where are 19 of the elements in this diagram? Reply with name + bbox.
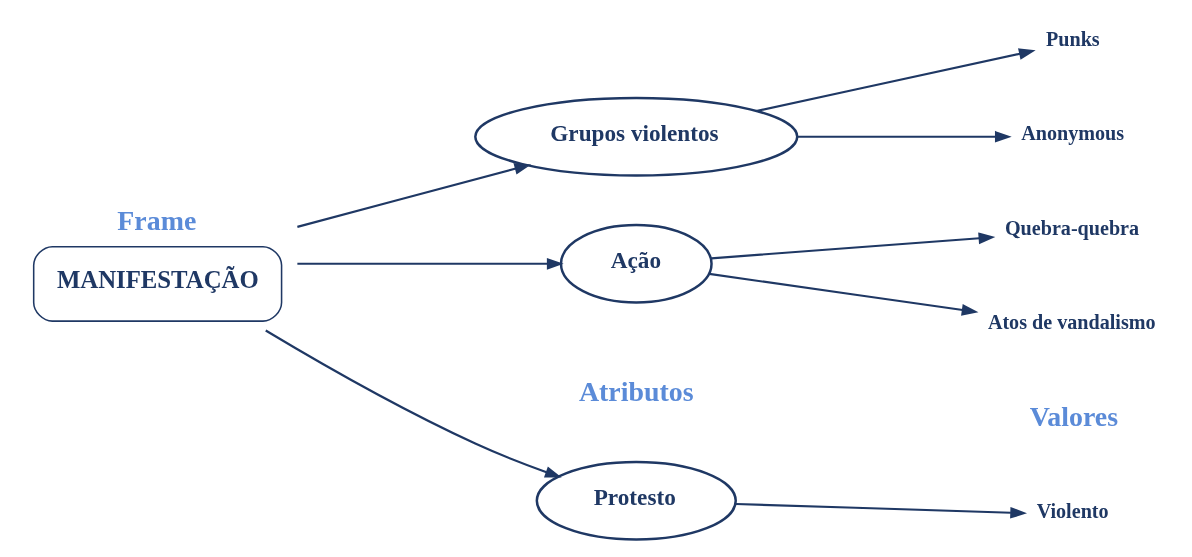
node-text: Atos de vandalismo bbox=[987, 311, 1156, 334]
arrow bbox=[755, 48, 1036, 113]
node-text: Quebra-quebra bbox=[1004, 216, 1140, 239]
label: Valores bbox=[1029, 400, 1118, 432]
label: Atributos bbox=[578, 375, 694, 407]
node-label: Frame bbox=[117, 205, 197, 237]
arrow bbox=[265, 329, 562, 478]
node-box: MANIFESTAÇÃO bbox=[32, 245, 283, 322]
arrow bbox=[736, 502, 1028, 519]
arrow bbox=[297, 163, 532, 228]
arrow bbox=[297, 257, 564, 270]
arrow bbox=[797, 130, 1012, 143]
node-text: Violento bbox=[1036, 500, 1109, 523]
arrow bbox=[709, 272, 979, 316]
node-text: Punks bbox=[1045, 27, 1100, 50]
node-text: Anonymous bbox=[1021, 122, 1125, 145]
node-ellipse: Protesto bbox=[535, 460, 737, 541]
arrow bbox=[711, 232, 996, 260]
node-ellipse: Ação bbox=[559, 223, 713, 304]
